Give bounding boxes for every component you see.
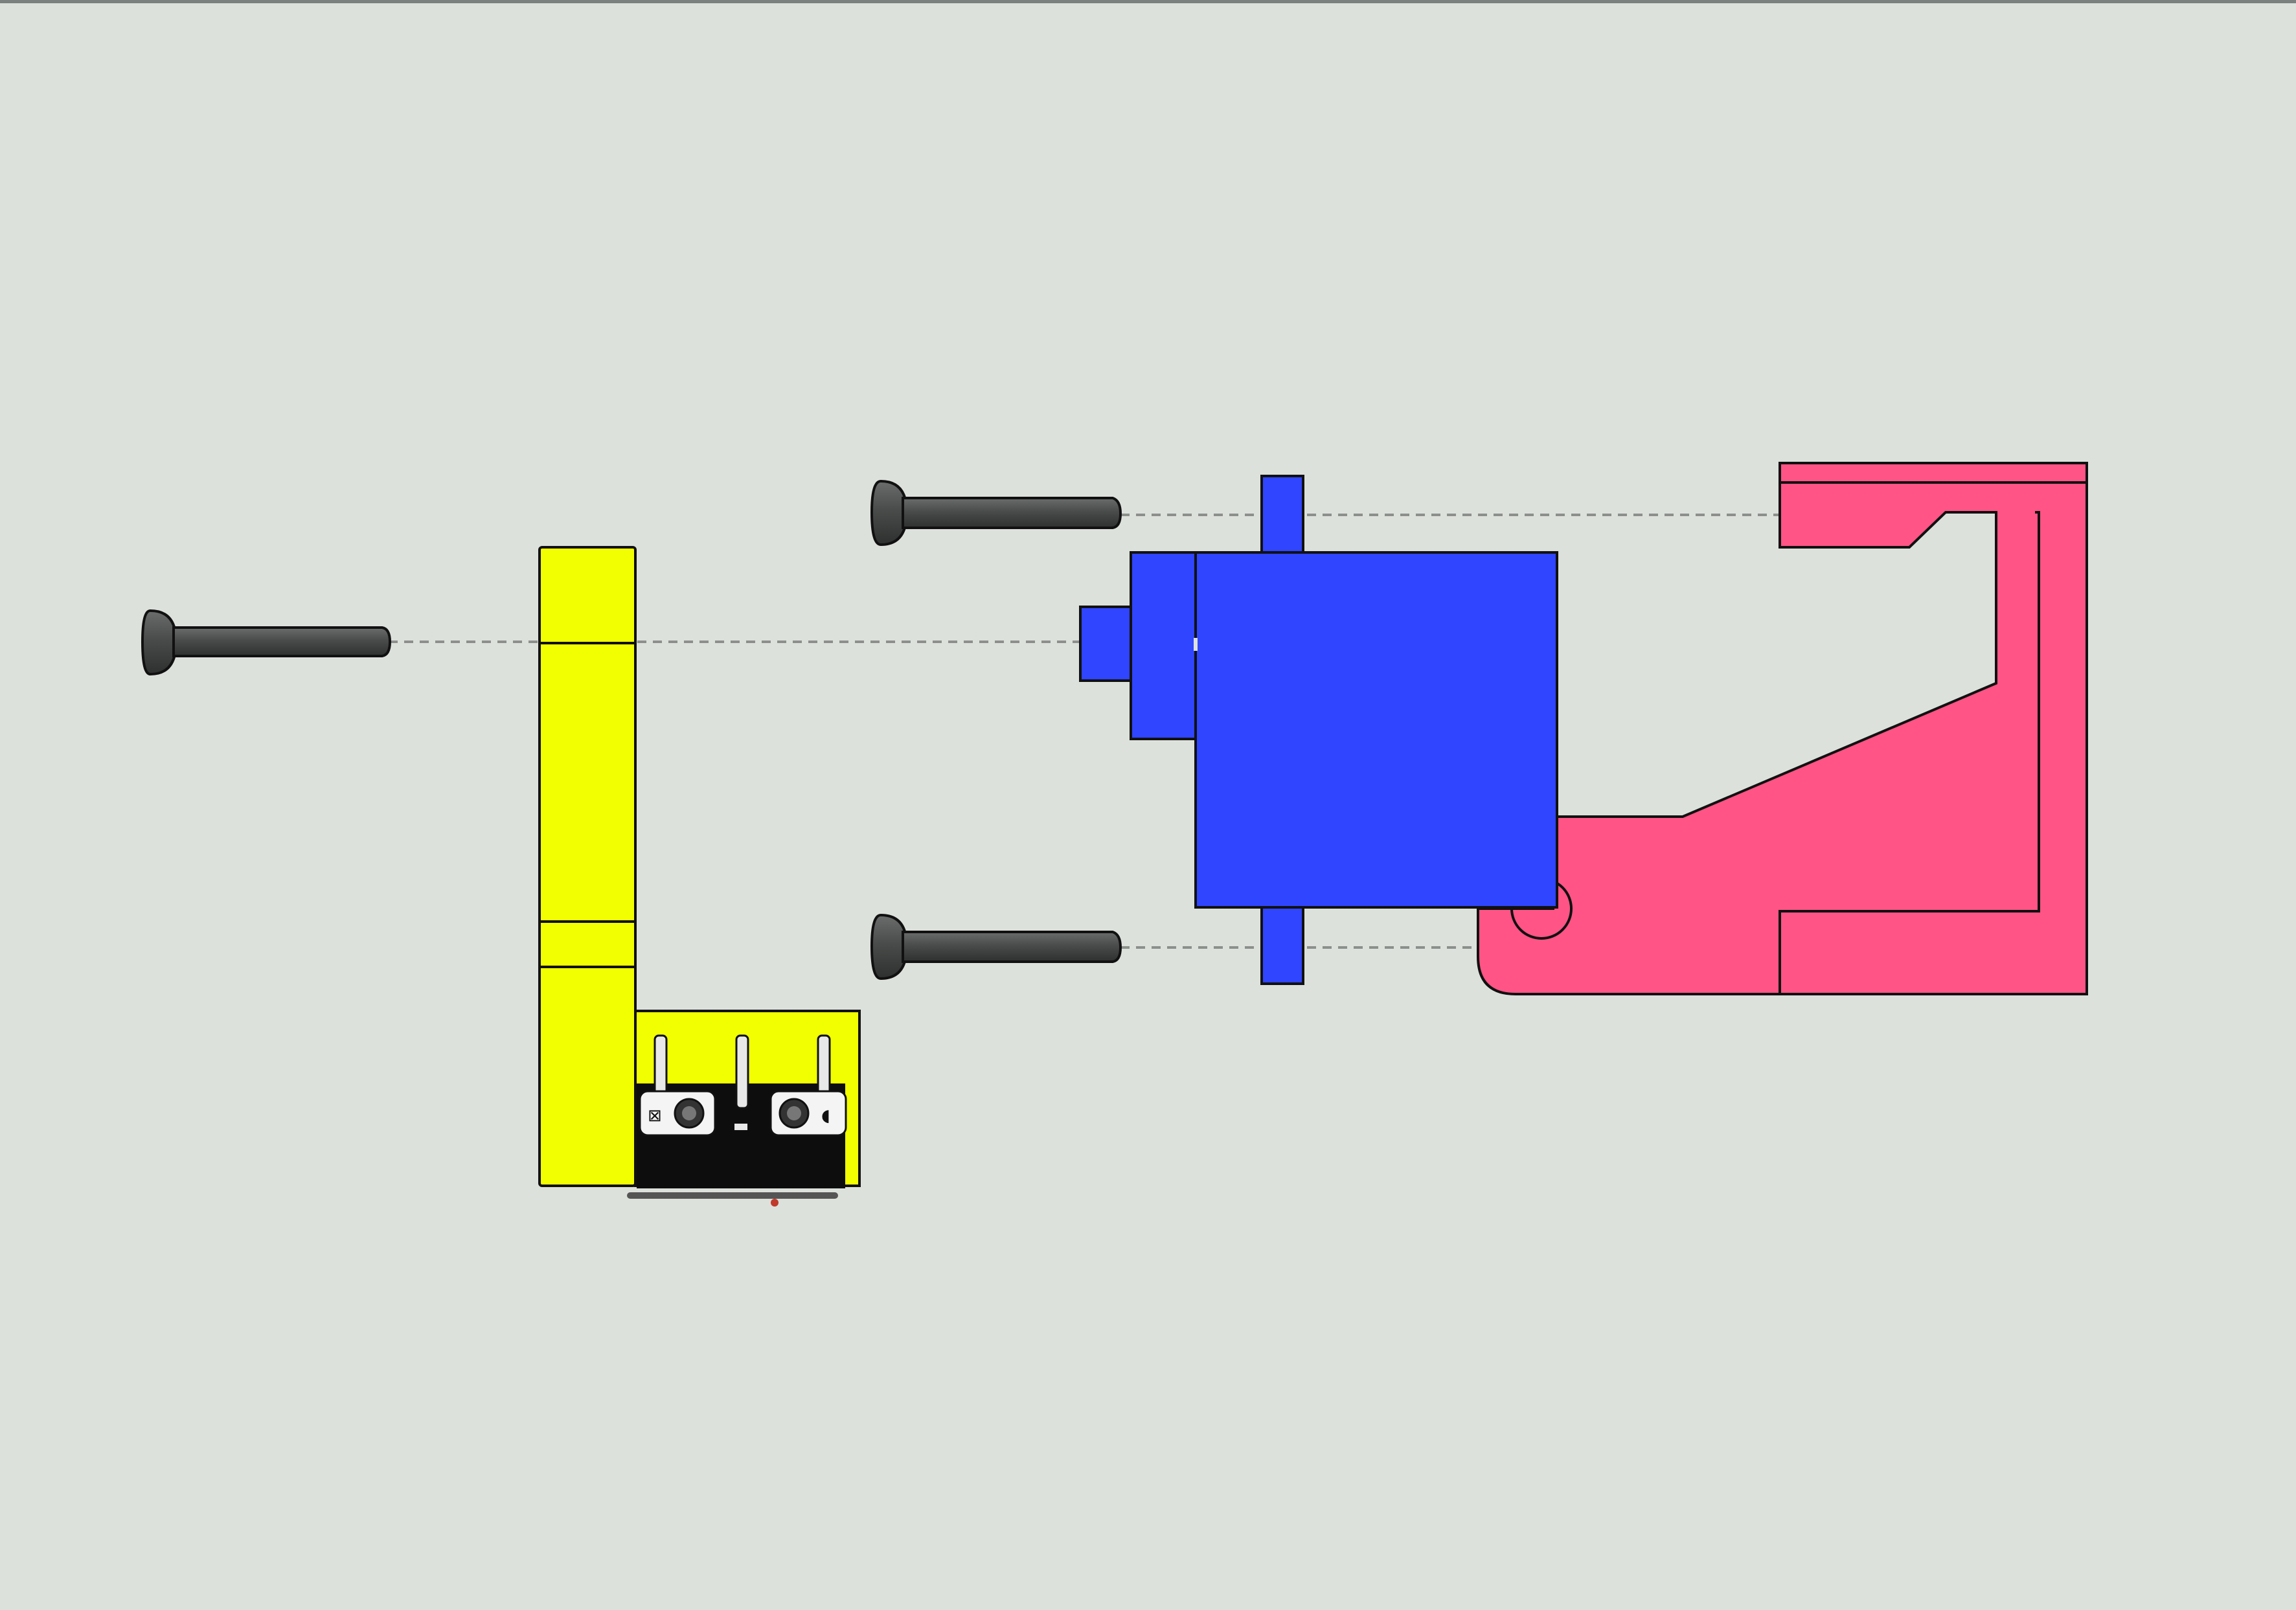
svg-text:⊠: ⊠ <box>648 1106 662 1126</box>
svg-text:◖: ◖ <box>821 1106 830 1126</box>
switch-terminal-right: ◖ <box>769 1090 847 1137</box>
micro-switch: ⊠ ◖ <box>627 1034 847 1207</box>
servo-motor <box>1079 475 1558 985</box>
screw-bottom <box>870 913 1122 981</box>
switch-terminal-left: ⊠ <box>639 1090 716 1137</box>
screw-top <box>870 479 1122 547</box>
servo-mount <box>1477 462 2088 995</box>
screw-left <box>141 609 392 676</box>
assembly-drawing: ⊠ ◖ <box>141 462 2088 1207</box>
